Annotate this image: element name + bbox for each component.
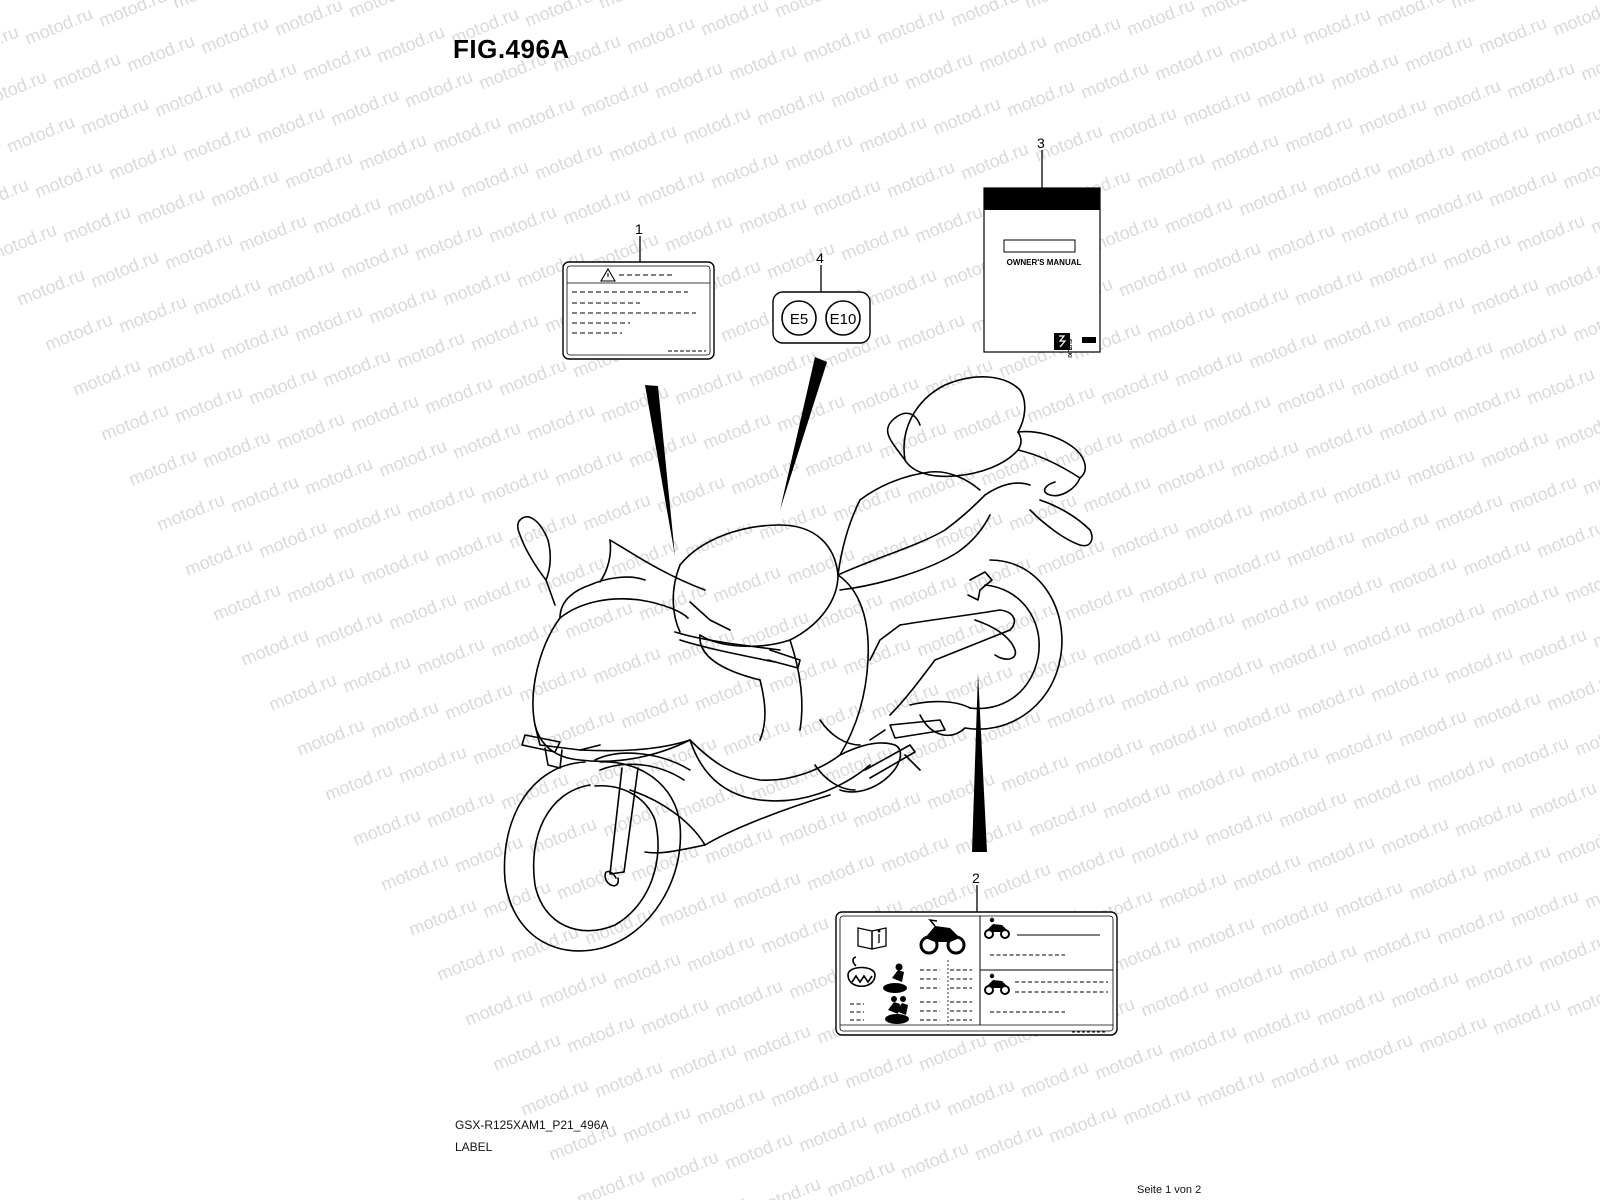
leader-callout-2 — [972, 673, 987, 852]
callout-number-2: 2 — [972, 870, 980, 886]
part-3-owners-manual[interactable]: 3 OWNER'S MANUAL SUZUKI — [983, 135, 1101, 358]
page-indicator: Seite 1 von 2 — [1137, 1184, 1202, 1196]
figure-title: FIG.496A — [453, 34, 570, 64]
fuel-badge-e5-text: E5 — [790, 311, 808, 328]
fuel-badge-e10-text: E10 — [830, 311, 857, 328]
callout-number-3: 3 — [1037, 135, 1045, 151]
leader-lines — [645, 357, 987, 852]
leader-callout-1 — [645, 385, 675, 556]
fuel-badge-e10: E10 — [825, 300, 861, 336]
part-1-warning-label[interactable]: 1 — [562, 221, 715, 360]
manual-cover-title: OWNER'S MANUAL — [1007, 258, 1082, 267]
motorcycle-outline — [503, 376, 1093, 952]
fuel-badge-e5: E5 — [781, 300, 817, 336]
callout-number-4: 4 — [816, 250, 824, 266]
section-label: LABEL — [455, 1140, 493, 1154]
drawing-code: GSX-R125XAM1_P21_496A — [455, 1118, 609, 1132]
leader-callout-4 — [780, 357, 827, 510]
part-2-information-label[interactable]: 2 — [835, 870, 1118, 1036]
manual-brand-text: SUZUKI — [1066, 339, 1072, 358]
callout-number-1: 1 — [635, 221, 643, 237]
part-4-fuel-label[interactable]: 4 E5 E10 — [772, 250, 871, 344]
